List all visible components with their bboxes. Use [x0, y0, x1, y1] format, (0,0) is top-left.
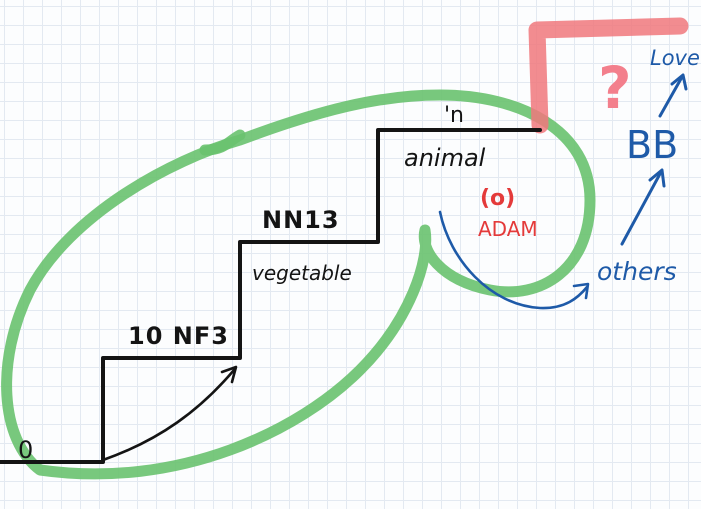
staircase-line [0, 128, 542, 464]
curved-arrow [101, 368, 236, 462]
label-animal: animal [404, 144, 486, 172]
red-highlight-stroke [528, 17, 689, 134]
blue-arrow-to-bb [620, 170, 663, 246]
label-zero: 0 [18, 436, 33, 464]
label-bb: BB [626, 123, 678, 167]
blue-arrow-to-love-head [670, 73, 688, 91]
label-vegetable: vegetable [252, 261, 352, 285]
label-others: others [597, 257, 677, 286]
label-step1: 10 NF3 [128, 322, 229, 350]
green-loop-outline [1, 89, 596, 480]
label-adam-mark: (o) [480, 186, 515, 211]
blue-arrow-to-bb-head [648, 168, 666, 188]
label-step2: NN13 [262, 206, 340, 234]
label-step3: 'n [444, 103, 464, 128]
blue-arrow-to-others [438, 210, 589, 310]
label-question-mark: ? [598, 54, 632, 122]
blue-arrow-to-love [658, 75, 684, 118]
label-adam: ADAM [478, 217, 538, 241]
curved-arrow-head [220, 365, 238, 384]
label-love: Love [650, 46, 700, 70]
blue-arrow-to-others-head [572, 282, 590, 300]
green-loop-overlap [199, 129, 246, 156]
